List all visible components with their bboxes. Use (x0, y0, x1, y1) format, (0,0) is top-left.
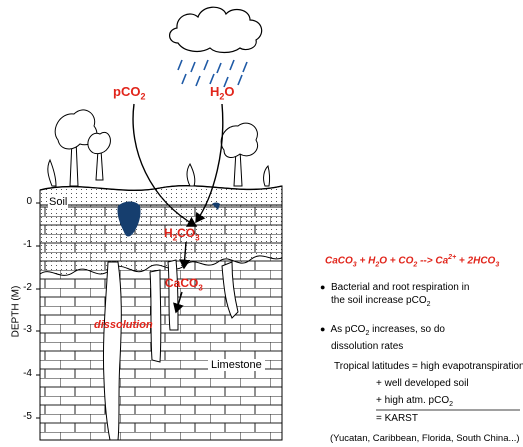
summary-footnote: (Yucatan, Caribbean, Florida, South Chin… (330, 433, 520, 444)
summary-tropical: Tropical latitudes = high evapotranspira… (334, 361, 523, 372)
soil-layer (39, 185, 283, 276)
cloud-icon (169, 6, 263, 54)
h2o-label: H2O (210, 84, 235, 102)
vegetation (47, 109, 271, 187)
depth-tick-3: -3 (23, 324, 32, 335)
depth-tick-5: -5 (23, 411, 32, 422)
soil-label: Soil (48, 196, 69, 208)
summary-pco2: + high atm. pCO2 (376, 395, 453, 408)
rain-icon (177, 59, 248, 88)
summary-soil: + well developed soil (376, 378, 469, 389)
depth-tick-4: -4 (23, 368, 32, 379)
flow-arrows (132, 103, 224, 314)
bullet-dissolution-rate: ● As pCO2 increases, so do dissolution r… (320, 324, 445, 352)
chemical-equation: CaCO3 + H2O + CO2 --> Ca2+ + 2HCO3 (325, 254, 500, 269)
pco2-label: pCO2 (113, 84, 146, 102)
dissolution-conduits (102, 259, 239, 441)
depth-tick-2: -2 (23, 282, 32, 293)
dissolution-label: dissolution (94, 319, 153, 331)
h2co3-label: H2CO3 (164, 226, 200, 243)
bullet-respiration: ● Bacterial and root respiration in the … (320, 282, 470, 308)
summary-karst: = KARST (376, 413, 418, 424)
depth-tick-0: 0 (26, 196, 32, 207)
limestone-label: Limestone (208, 359, 265, 371)
depth-tick-1: -1 (23, 239, 32, 250)
depth-axis (36, 200, 41, 440)
caco3-label: CaCO3 (165, 276, 203, 293)
cave-cavity (117, 201, 141, 237)
